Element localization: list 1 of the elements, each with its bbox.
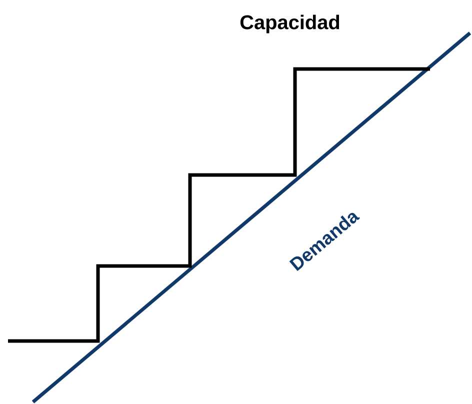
capacity-label: Capacidad bbox=[240, 14, 340, 34]
